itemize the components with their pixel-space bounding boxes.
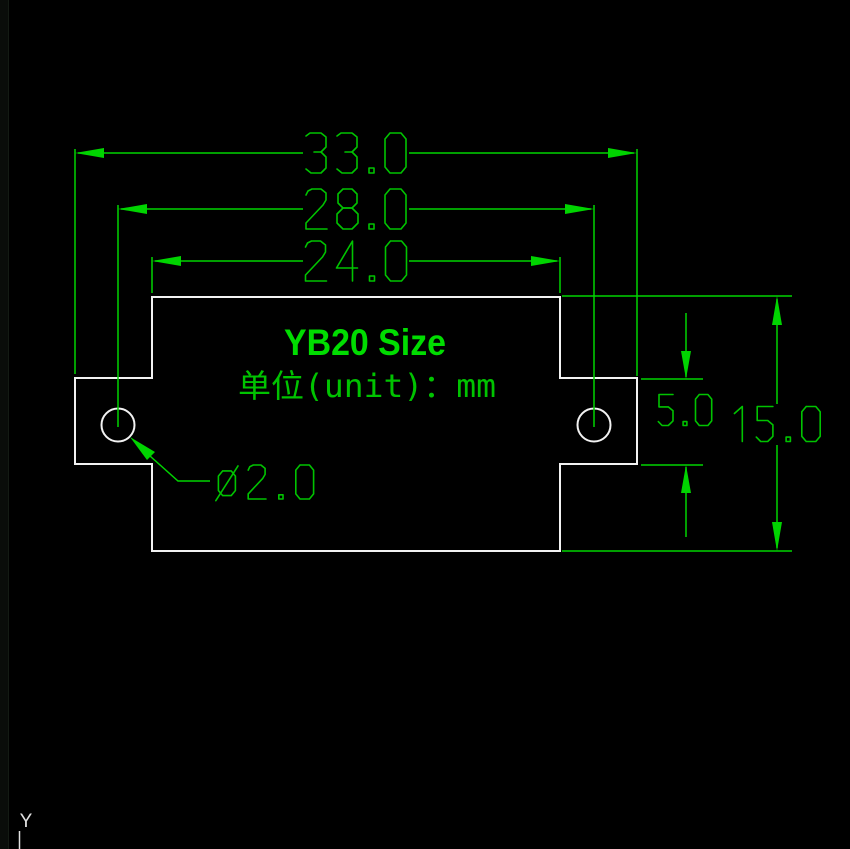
stroke-glyph bbox=[336, 132, 358, 153]
stroke-glyph bbox=[368, 275, 376, 282]
stroke-glyph bbox=[384, 240, 408, 282]
arrow-down bbox=[772, 522, 782, 551]
stroke-glyph bbox=[336, 151, 358, 174]
stroke-glyph bbox=[305, 151, 327, 174]
stroke-glyph bbox=[800, 405, 822, 443]
dim-label-tab-height bbox=[657, 393, 713, 427]
arrow-down bbox=[681, 351, 691, 379]
arrow-right bbox=[565, 204, 594, 214]
dimension-hole-spacing bbox=[117, 188, 595, 427]
stroke-glyph bbox=[657, 393, 674, 427]
stroke-glyph bbox=[368, 167, 375, 174]
ucs-axis-indicator: Y bbox=[18, 811, 33, 849]
stroke-glyph bbox=[217, 470, 237, 497]
stroke-glyph bbox=[277, 493, 284, 500]
dimension-tab-height bbox=[641, 313, 713, 537]
leader-line bbox=[149, 455, 210, 482]
arrow-left bbox=[152, 256, 181, 266]
arrow-left bbox=[118, 204, 147, 214]
stroke-glyph bbox=[336, 207, 359, 230]
dim-label-hole-diameter bbox=[215, 464, 315, 502]
hole-diameter-leader bbox=[130, 437, 315, 502]
stroke-glyph bbox=[682, 420, 688, 427]
leader-arrow bbox=[130, 437, 155, 460]
dimension-overall-height bbox=[562, 295, 822, 552]
stroke-glyph bbox=[335, 240, 359, 282]
dim-label-overall-width bbox=[305, 132, 407, 174]
stroke-glyph bbox=[305, 132, 327, 153]
dim-label-hole-spacing bbox=[305, 188, 407, 230]
stroke-glyph bbox=[304, 240, 328, 282]
arrow-up bbox=[772, 296, 782, 325]
part-title: YB20 Size bbox=[284, 322, 446, 363]
stroke-glyph bbox=[755, 405, 774, 443]
viewport-left-edge bbox=[0, 0, 8, 849]
stroke-glyph bbox=[294, 464, 315, 500]
part-body-shape bbox=[74, 296, 638, 552]
arrow-left bbox=[75, 148, 104, 158]
stroke-glyph bbox=[247, 464, 267, 500]
unit-note: 单位(unit)：mm bbox=[238, 367, 496, 405]
arrow-right bbox=[608, 148, 637, 158]
arrow-right bbox=[531, 256, 560, 266]
stroke-glyph bbox=[733, 405, 744, 443]
stroke-glyph bbox=[384, 132, 407, 174]
dimension-overall-width bbox=[74, 132, 638, 376]
stroke-glyph bbox=[694, 393, 713, 427]
dimension-body-width bbox=[151, 240, 561, 293]
stroke-glyph bbox=[368, 223, 375, 230]
stroke-glyph bbox=[215, 465, 239, 502]
stroke-glyph bbox=[337, 188, 358, 209]
dim-label-overall-height bbox=[733, 405, 822, 443]
stroke-glyph bbox=[305, 188, 328, 230]
y-axis-label: Y bbox=[20, 811, 33, 832]
arrow-up bbox=[681, 465, 691, 493]
stroke-glyph bbox=[785, 436, 792, 443]
dim-label-body-width bbox=[304, 240, 408, 282]
stroke-glyph bbox=[384, 188, 407, 230]
